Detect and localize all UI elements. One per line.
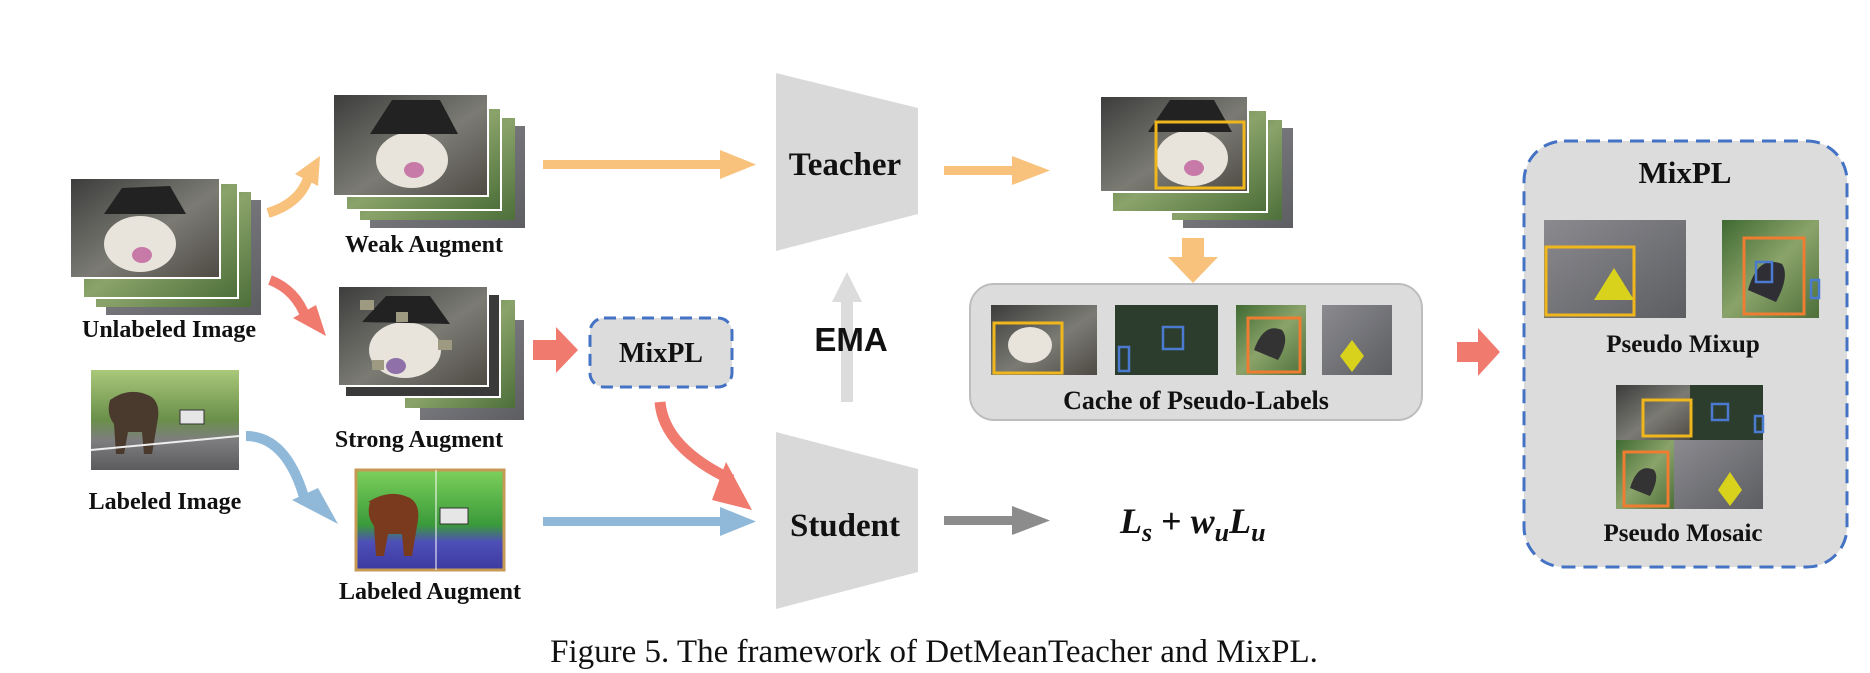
- mixpl-to-student-arrow: [654, 401, 735, 485]
- loss-L: L: [1119, 501, 1142, 541]
- labeled-branch-arrowhead: [292, 488, 338, 524]
- loss-sub-u1: u: [1215, 518, 1229, 547]
- weak-to-teacher-arrow: [543, 160, 723, 169]
- mixpl-box: [588, 316, 734, 389]
- unlabeled-image-stack: [69, 177, 261, 315]
- strong-branch-arrowhead: [293, 305, 326, 336]
- student-output-arrowhead: [1012, 506, 1050, 535]
- strong-branch-arrow: [268, 275, 311, 320]
- mixpl-box-label: MixPL: [619, 338, 703, 369]
- pseudo-mixup-image-1: [1544, 220, 1686, 318]
- teacher-model: [776, 73, 918, 251]
- loss-w: w: [1191, 501, 1216, 541]
- cache-thumbnail-sign: [1322, 305, 1392, 375]
- weak-branch-arrow: [266, 176, 313, 218]
- weak-augment-label: Weak Augment: [345, 232, 503, 258]
- cache-thumbnail-bird: [1236, 305, 1306, 375]
- loss-sub-s: s: [1141, 518, 1152, 547]
- teacher-to-cache-arrow: [1168, 238, 1218, 283]
- ema-label: EMA: [814, 321, 887, 358]
- ema-arrow: [841, 300, 853, 402]
- weak-to-teacher-arrowhead: [720, 150, 756, 179]
- teacher-label: Teacher: [789, 147, 901, 183]
- loss-L2: L: [1228, 501, 1251, 541]
- pseudo-mosaic-image: [1616, 385, 1765, 509]
- cache-thumbnail-forest: [1115, 305, 1218, 375]
- cache-thumbnail-dog: [991, 305, 1097, 375]
- pseudo-label-box-yellow: [1154, 120, 1246, 190]
- pseudo-mixup-image-2: [1722, 220, 1821, 318]
- weak-augment-stack: [332, 93, 525, 228]
- cache-to-mixpl-arrow: [1457, 328, 1500, 376]
- labeled-to-student-arrow: [543, 517, 723, 526]
- labeled-augment-image: [354, 468, 506, 572]
- labeled-image: [90, 370, 240, 470]
- student-model: [776, 432, 918, 609]
- labeled-image-label: Labeled Image: [89, 489, 242, 515]
- labeled-branch-arrow: [245, 431, 311, 506]
- student-output-arrow: [944, 516, 1014, 525]
- loss-sub-u2: u: [1251, 518, 1265, 547]
- strong-augment-label: Strong Augment: [335, 427, 503, 453]
- labeled-augment-label: Labeled Augment: [339, 579, 521, 605]
- student-label: Student: [790, 508, 900, 544]
- figure-caption: Figure 5. The framework of DetMeanTeache…: [550, 634, 1318, 670]
- teacher-output-arrow: [944, 166, 1014, 175]
- loss-formula: Ls + wuLu: [1119, 501, 1266, 547]
- pseudo-mosaic-label: Pseudo Mosaic: [1603, 520, 1762, 547]
- weak-branch-arrowhead: [295, 156, 320, 186]
- strong-augment-stack: [337, 285, 524, 420]
- cache-label: Cache of Pseudo-Labels: [1063, 386, 1329, 415]
- pseudo-mixup-label: Pseudo Mixup: [1606, 331, 1760, 358]
- teacher-output-arrowhead: [1012, 156, 1050, 185]
- labeled-to-student-arrowhead: [720, 507, 756, 536]
- unlabeled-image-label: Unlabeled Image: [82, 317, 256, 343]
- strong-to-mixpl-arrow: [533, 327, 578, 373]
- loss-plus: +: [1152, 501, 1191, 541]
- teacher-prediction-stack: [1099, 95, 1293, 228]
- mixpl-to-student-arrowhead: [712, 462, 752, 510]
- ema-arrowhead: [832, 272, 862, 302]
- mixpl-panel-title: MixPL: [1639, 155, 1732, 190]
